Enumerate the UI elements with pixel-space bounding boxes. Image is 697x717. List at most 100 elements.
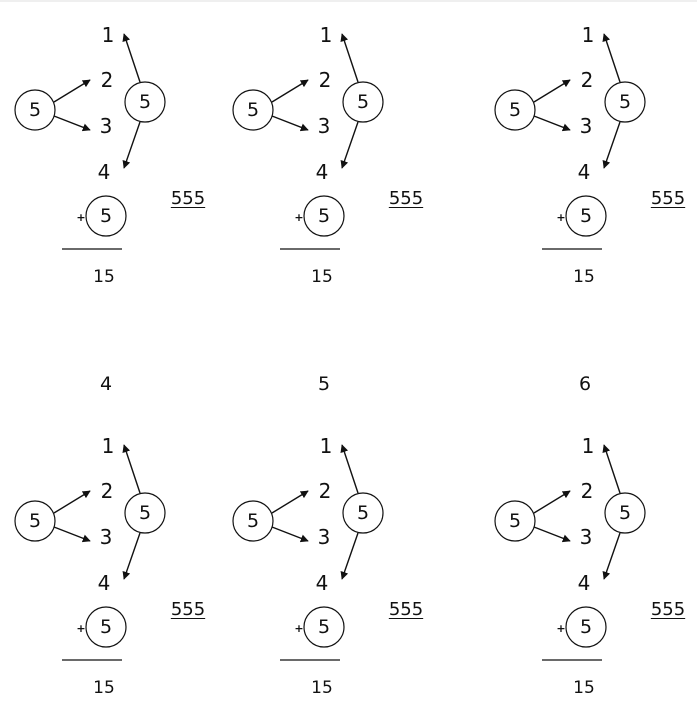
target-1: 1 [319, 23, 333, 47]
plus-sign: + [76, 622, 86, 635]
target-4: 4 [97, 571, 111, 595]
sum-value: 15 [93, 678, 115, 698]
section-number-6: 6 [578, 373, 592, 395]
left-circle [232, 89, 274, 131]
panel-1: 1 2 3 4 5 5 5 + 555 15 [0, 0, 230, 300]
arrow-to-1 [602, 33, 621, 83]
arrow-to-2 [271, 490, 309, 514]
arrow-diagram [232, 444, 384, 661]
bottom-circle-label: 5 [579, 616, 593, 638]
arrow-to-4 [602, 121, 621, 169]
bottom-circle [565, 195, 607, 237]
target-2: 2 [318, 479, 332, 503]
left-circle [494, 89, 536, 131]
sum-value: 15 [311, 678, 333, 698]
underlined-number: 555 [388, 599, 424, 620]
arrow-to-2 [533, 490, 571, 514]
target-1: 1 [101, 434, 115, 458]
left-circle [232, 500, 274, 542]
arrow-to-2 [53, 79, 91, 103]
target-2: 2 [580, 68, 594, 92]
arrow-to-3 [533, 115, 571, 132]
bottom-circle [85, 195, 127, 237]
arrow-to-3 [533, 526, 571, 543]
right-circle [604, 492, 646, 534]
left-circle-label: 5 [246, 510, 260, 532]
arrow-to-2 [53, 490, 91, 514]
arrow-to-3 [53, 115, 91, 132]
target-2: 2 [100, 68, 114, 92]
right-circle [124, 81, 166, 123]
panel-4: 1 2 3 4 5 5 5 + 555 15 [0, 411, 230, 711]
target-3: 3 [579, 525, 593, 549]
right-circle-label: 5 [356, 502, 370, 524]
target-2: 2 [100, 479, 114, 503]
arrow-to-3 [53, 526, 91, 543]
target-3: 3 [99, 525, 113, 549]
arrow-to-1 [122, 444, 141, 494]
sum-value: 15 [93, 267, 115, 287]
right-circle-label: 5 [618, 502, 632, 524]
underlined-number: 555 [170, 188, 206, 209]
arrow-diagram [14, 444, 166, 661]
arrow-to-1 [122, 33, 141, 83]
arrow-to-1 [340, 444, 359, 494]
arrow-to-2 [271, 79, 309, 103]
target-1: 1 [581, 23, 595, 47]
arrow-to-1 [340, 33, 359, 83]
right-circle-label: 5 [138, 502, 152, 524]
target-3: 3 [579, 114, 593, 138]
arrow-diagram [494, 444, 646, 661]
sum-value: 15 [573, 267, 595, 287]
arrow-to-3 [271, 115, 309, 132]
plus-sign: + [294, 211, 304, 224]
left-circle-label: 5 [28, 99, 42, 121]
arrow-to-1 [602, 444, 621, 494]
bottom-circle [85, 606, 127, 648]
target-2: 2 [318, 68, 332, 92]
plus-sign: + [556, 622, 566, 635]
arrow-to-4 [122, 532, 141, 580]
bottom-circle [565, 606, 607, 648]
panel-2: 1 2 3 4 5 5 5 + 555 15 [218, 0, 448, 300]
target-2: 2 [580, 479, 594, 503]
left-circle [14, 89, 56, 131]
left-circle [14, 500, 56, 542]
arrow-to-4 [122, 121, 141, 169]
target-4: 4 [577, 571, 591, 595]
target-4: 4 [315, 571, 329, 595]
right-circle [124, 492, 166, 534]
panel-3: 1 2 3 4 5 5 5 + 555 15 [480, 0, 697, 300]
bottom-circle-label: 5 [317, 616, 331, 638]
plus-sign: + [556, 211, 566, 224]
section-number-5: 5 [317, 373, 331, 395]
target-3: 3 [99, 114, 113, 138]
right-circle [604, 81, 646, 123]
left-circle-label: 5 [246, 99, 260, 121]
right-circle-label: 5 [618, 91, 632, 113]
sum-value: 15 [573, 678, 595, 698]
right-circle-label: 5 [138, 91, 152, 113]
top-rule [0, 0, 697, 2]
right-circle-label: 5 [356, 91, 370, 113]
target-4: 4 [97, 160, 111, 184]
arrow-to-4 [340, 532, 359, 580]
plus-sign: + [294, 622, 304, 635]
arrow-to-4 [602, 532, 621, 580]
arrow-to-4 [340, 121, 359, 169]
target-4: 4 [577, 160, 591, 184]
arrow-diagram [14, 33, 166, 250]
section-number-4: 4 [99, 373, 113, 395]
left-circle-label: 5 [508, 99, 522, 121]
bottom-circle-label: 5 [317, 205, 331, 227]
left-circle [494, 500, 536, 542]
target-1: 1 [101, 23, 115, 47]
arrow-diagram [494, 33, 646, 250]
underlined-number: 555 [650, 599, 686, 620]
arrow-to-3 [271, 526, 309, 543]
underlined-number: 555 [170, 599, 206, 620]
target-1: 1 [319, 434, 333, 458]
target-1: 1 [581, 434, 595, 458]
panel-5: 1 2 3 4 5 5 5 + 555 15 [218, 411, 448, 711]
sum-value: 15 [311, 267, 333, 287]
